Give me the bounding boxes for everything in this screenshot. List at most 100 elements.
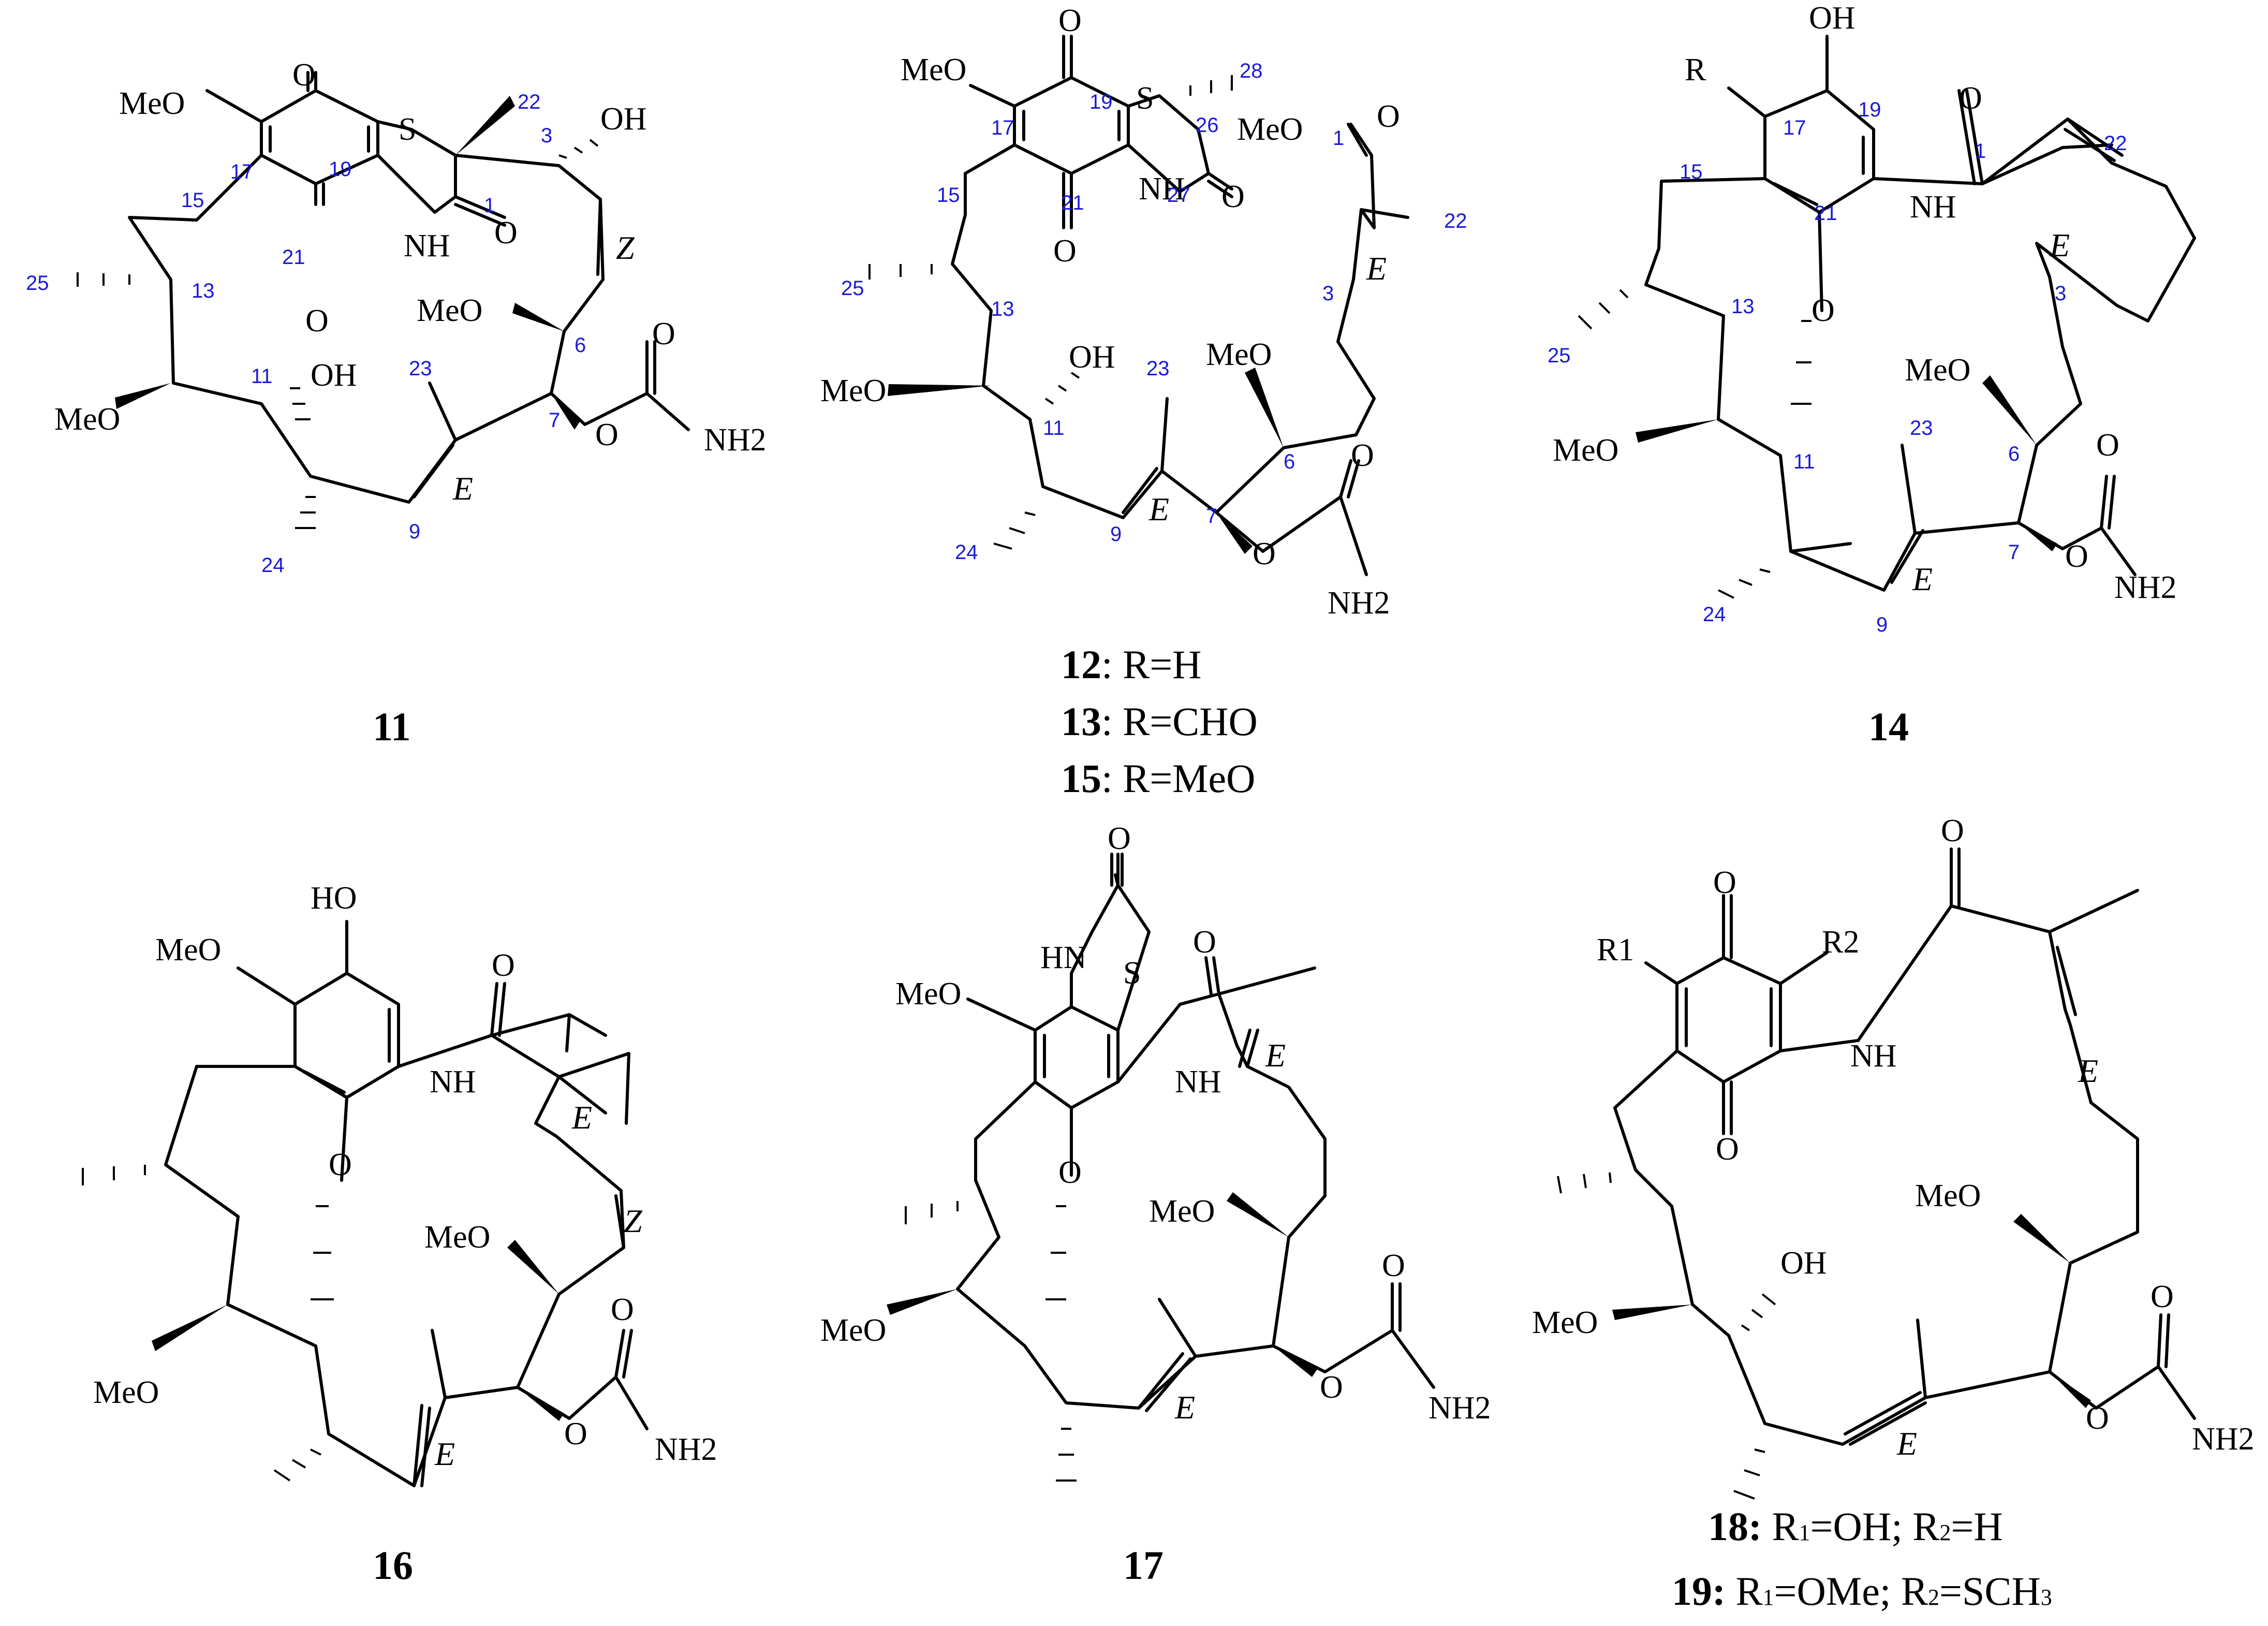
position-number: 17 <box>230 160 254 183</box>
position-number: 9 <box>1110 523 1122 546</box>
atom-label: MeO <box>417 293 482 328</box>
position-number: 3 <box>541 124 552 147</box>
atom-label: O <box>1959 81 1982 116</box>
hash-bond <box>1557 1172 1776 1500</box>
compound-id: 18: <box>1708 1504 1762 1549</box>
caption-subscript: 1 <box>1799 1520 1810 1545</box>
hash-bond <box>905 1201 1077 1482</box>
atom-label: MeO <box>1149 1194 1215 1229</box>
position-number: 19 <box>329 158 352 181</box>
compound-11: MeO O S OH O NH O MeO OH MeO O O NH2 22 … <box>26 57 767 749</box>
geometry-label: E <box>1366 250 1387 287</box>
wedge-bond <box>512 303 564 331</box>
atom-label: NH2 <box>655 1432 717 1467</box>
position-number: 19 <box>1858 98 1881 121</box>
atom-label: O <box>1382 1248 1405 1283</box>
geometry-label: E <box>434 1435 455 1472</box>
atom-label: NH2 <box>704 422 767 458</box>
wedge-bond <box>1612 1305 1692 1320</box>
atom-label: O <box>1193 925 1216 960</box>
position-number: 21 <box>282 246 305 269</box>
caption-text: =H <box>1951 1504 2002 1549</box>
atom-label: O <box>494 215 518 251</box>
position-number: 1 <box>484 194 495 217</box>
atom-label: O <box>1108 821 1131 856</box>
atom-label: MeO <box>1905 353 1970 388</box>
caption-line: 18: R1=OH; R2=H <box>1708 1504 2003 1549</box>
wedge-bond <box>2019 523 2057 551</box>
caption-subscript: 2 <box>1928 1585 1939 1610</box>
caption-line: 15: R=MeO <box>1061 756 1256 801</box>
atom-label: MeO <box>901 52 966 87</box>
compound-id: 12 <box>1061 642 1101 687</box>
caption-text: =OMe; R <box>1774 1569 1928 1614</box>
atom-label: OH <box>311 358 357 393</box>
atom-label: NH <box>1910 189 1956 225</box>
atom-label: O <box>595 417 618 452</box>
position-number: 6 <box>575 334 586 357</box>
caption-subscript: 1 <box>1763 1585 1774 1610</box>
atom-label: R1 <box>1597 932 1634 968</box>
position-number: 23 <box>409 357 432 380</box>
wedge-bond <box>1216 512 1253 554</box>
hash-bond <box>77 139 599 529</box>
atom-label: O <box>1058 3 1082 38</box>
atom-label: O <box>1812 293 1835 328</box>
atom-label: O <box>2096 428 2119 463</box>
atom-label: O <box>1221 179 1245 214</box>
caption-line: 19: R1=OMe; R2=SCH3 <box>1672 1569 2052 1614</box>
atom-label: O <box>1377 99 1400 134</box>
position-number: 17 <box>991 116 1014 139</box>
atom-label: NH2 <box>1328 585 1390 621</box>
position-number: 3 <box>2055 282 2066 305</box>
hash-bond <box>868 75 1233 550</box>
atom-label: NH <box>1175 1064 1221 1100</box>
atom-label: O <box>1053 233 1077 269</box>
geometry-label: E <box>1896 1425 1917 1462</box>
wedge-bond <box>887 1289 958 1315</box>
position-number: 9 <box>409 520 420 543</box>
compound-id: 17 <box>1123 1543 1164 1588</box>
position-number: 11 <box>251 365 273 388</box>
atom-label: MeO <box>1237 112 1303 147</box>
position-number: 15 <box>181 189 204 212</box>
position-number: 3 <box>1322 282 1334 305</box>
geometry-label: E <box>1912 561 1933 597</box>
atom-label: MeO <box>155 932 221 968</box>
position-number: 25 <box>841 277 864 300</box>
geometry-label: E <box>1265 1037 1286 1074</box>
compound-caption: 12: R=H 13: R=CHO 15: R=MeO <box>1061 642 1258 801</box>
atom-label: MeO <box>1206 337 1272 372</box>
caption-rest: : R=CHO <box>1101 699 1258 744</box>
atom-label: NH <box>430 1064 476 1100</box>
atom-label: MeO <box>895 976 961 1012</box>
position-number: 25 <box>1548 344 1571 367</box>
atom-label: S <box>399 112 416 147</box>
position-number: 9 <box>1876 613 1888 636</box>
atom-label: NH2 <box>1428 1390 1491 1426</box>
position-number: 28 <box>1240 60 1263 82</box>
wedge-bond <box>1636 419 1718 443</box>
caption-subscript: 2 <box>1939 1520 1951 1545</box>
position-number: 22 <box>2104 132 2127 155</box>
atom-label: HO <box>311 881 357 916</box>
compound-id: 19: <box>1672 1569 1726 1614</box>
position-number: 19 <box>1089 91 1113 113</box>
atom-label: O <box>2065 539 2088 574</box>
atom-label: MeO <box>820 373 886 408</box>
atom-label: S <box>1136 81 1154 116</box>
position-number: 24 <box>1703 603 1726 626</box>
hash-bond <box>82 1165 334 1482</box>
position-number: 21 <box>1061 192 1084 214</box>
atom-label: O <box>564 1416 587 1452</box>
atom-label: O <box>305 303 329 339</box>
atom-label: MeO <box>1553 433 1618 468</box>
position-number: 7 <box>549 409 560 432</box>
atom-label: O <box>1716 1132 1739 1167</box>
position-number: 1 <box>1975 140 1986 163</box>
atom-label: O <box>292 57 316 93</box>
position-number: 24 <box>955 541 978 564</box>
caption-line: 12: R=H <box>1061 642 1202 687</box>
atom-label: R2 <box>1822 925 1859 960</box>
atom-label: OH <box>1780 1246 1827 1281</box>
